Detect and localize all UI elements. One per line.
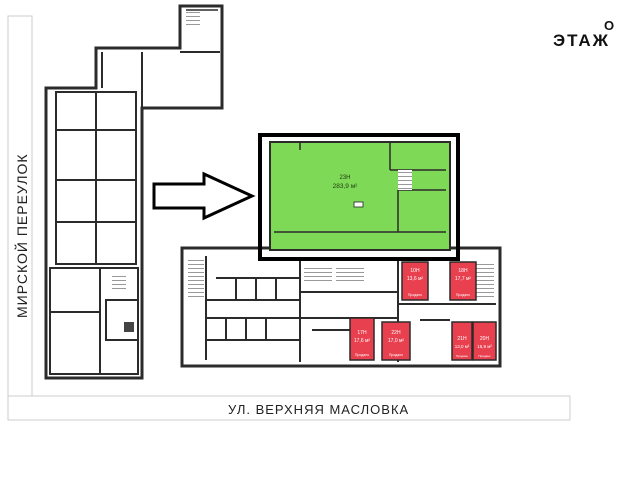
unit-status: Продано (456, 293, 470, 297)
brand-mark: O (604, 18, 614, 33)
stairs-23H (398, 170, 412, 190)
stairs-main-center-2 (336, 266, 364, 284)
unit-code: 17Н (357, 330, 367, 336)
unit-status: Продано (456, 354, 469, 358)
unit-17H[interactable]: 17Н 17,6 м² Продано (349, 317, 375, 361)
unit-21H[interactable]: 21Н 13,0 м² Продано (451, 321, 473, 361)
unit-area: 17,7 м² (455, 276, 472, 282)
street-bottom: УЛ. ВЕРХНЯЯ МАСЛОВКА (7, 395, 571, 421)
unit-code: 10Н (410, 268, 420, 274)
unit-icon (353, 201, 364, 208)
fixture (124, 322, 134, 332)
unit-23H[interactable]: 23Н 283,9 м² (269, 141, 451, 251)
unit-status: Продано (355, 353, 369, 357)
stairs-top (186, 12, 200, 28)
unit-status: Продано (408, 293, 422, 297)
stairs-main-center (304, 266, 332, 284)
highlight-unit-code: 23Н (339, 175, 350, 181)
unit-area: 13,6 м² (407, 276, 424, 282)
etazh-logo: ЭТАЖ O (553, 18, 614, 50)
street-left-label: МИРСКОЙ ПЕРЕУЛОК (13, 153, 30, 318)
main-building: 10Н 13,6 м² Продано 18Н 17,7 м² Продано … (180, 246, 502, 368)
unit-status: Продано (389, 353, 403, 357)
unit-area: 17,6 м² (354, 338, 371, 344)
unit-area: 15,9 м² (477, 344, 492, 349)
unit-area: 17,0 м² (388, 338, 405, 344)
callout-frame (258, 133, 460, 261)
unit-code: 20Н (480, 336, 490, 342)
unit-code: 18Н (458, 268, 468, 274)
stairs-main-right (476, 262, 494, 298)
unit-20H[interactable]: 20Н 15,9 м² Продано (472, 321, 497, 361)
right-arrow-icon (152, 171, 256, 221)
unit-22H[interactable]: 22Н 17,0 м² Продано (381, 321, 411, 361)
left-building (44, 4, 224, 380)
unit-area: 13,0 м² (455, 344, 470, 349)
street-left: МИРСКОЙ ПЕРЕУЛОК (7, 15, 33, 397)
highlight-unit-area: 283,9 м² (333, 183, 359, 190)
unit-code: 22Н (391, 330, 401, 336)
unit-18H[interactable]: 18Н 17,7 м² Продано (449, 261, 477, 301)
unit-10H[interactable]: 10Н 13,6 м² Продано (401, 261, 429, 301)
stairs-left (112, 275, 126, 291)
brand-text: ЭТАЖ (553, 31, 610, 50)
unit-status: Продано (478, 354, 491, 358)
unit-code: 21Н (457, 336, 467, 342)
street-bottom-label: УЛ. ВЕРХНЯЯ МАСЛОВКА (228, 402, 409, 417)
stairs-main-left (188, 258, 204, 298)
